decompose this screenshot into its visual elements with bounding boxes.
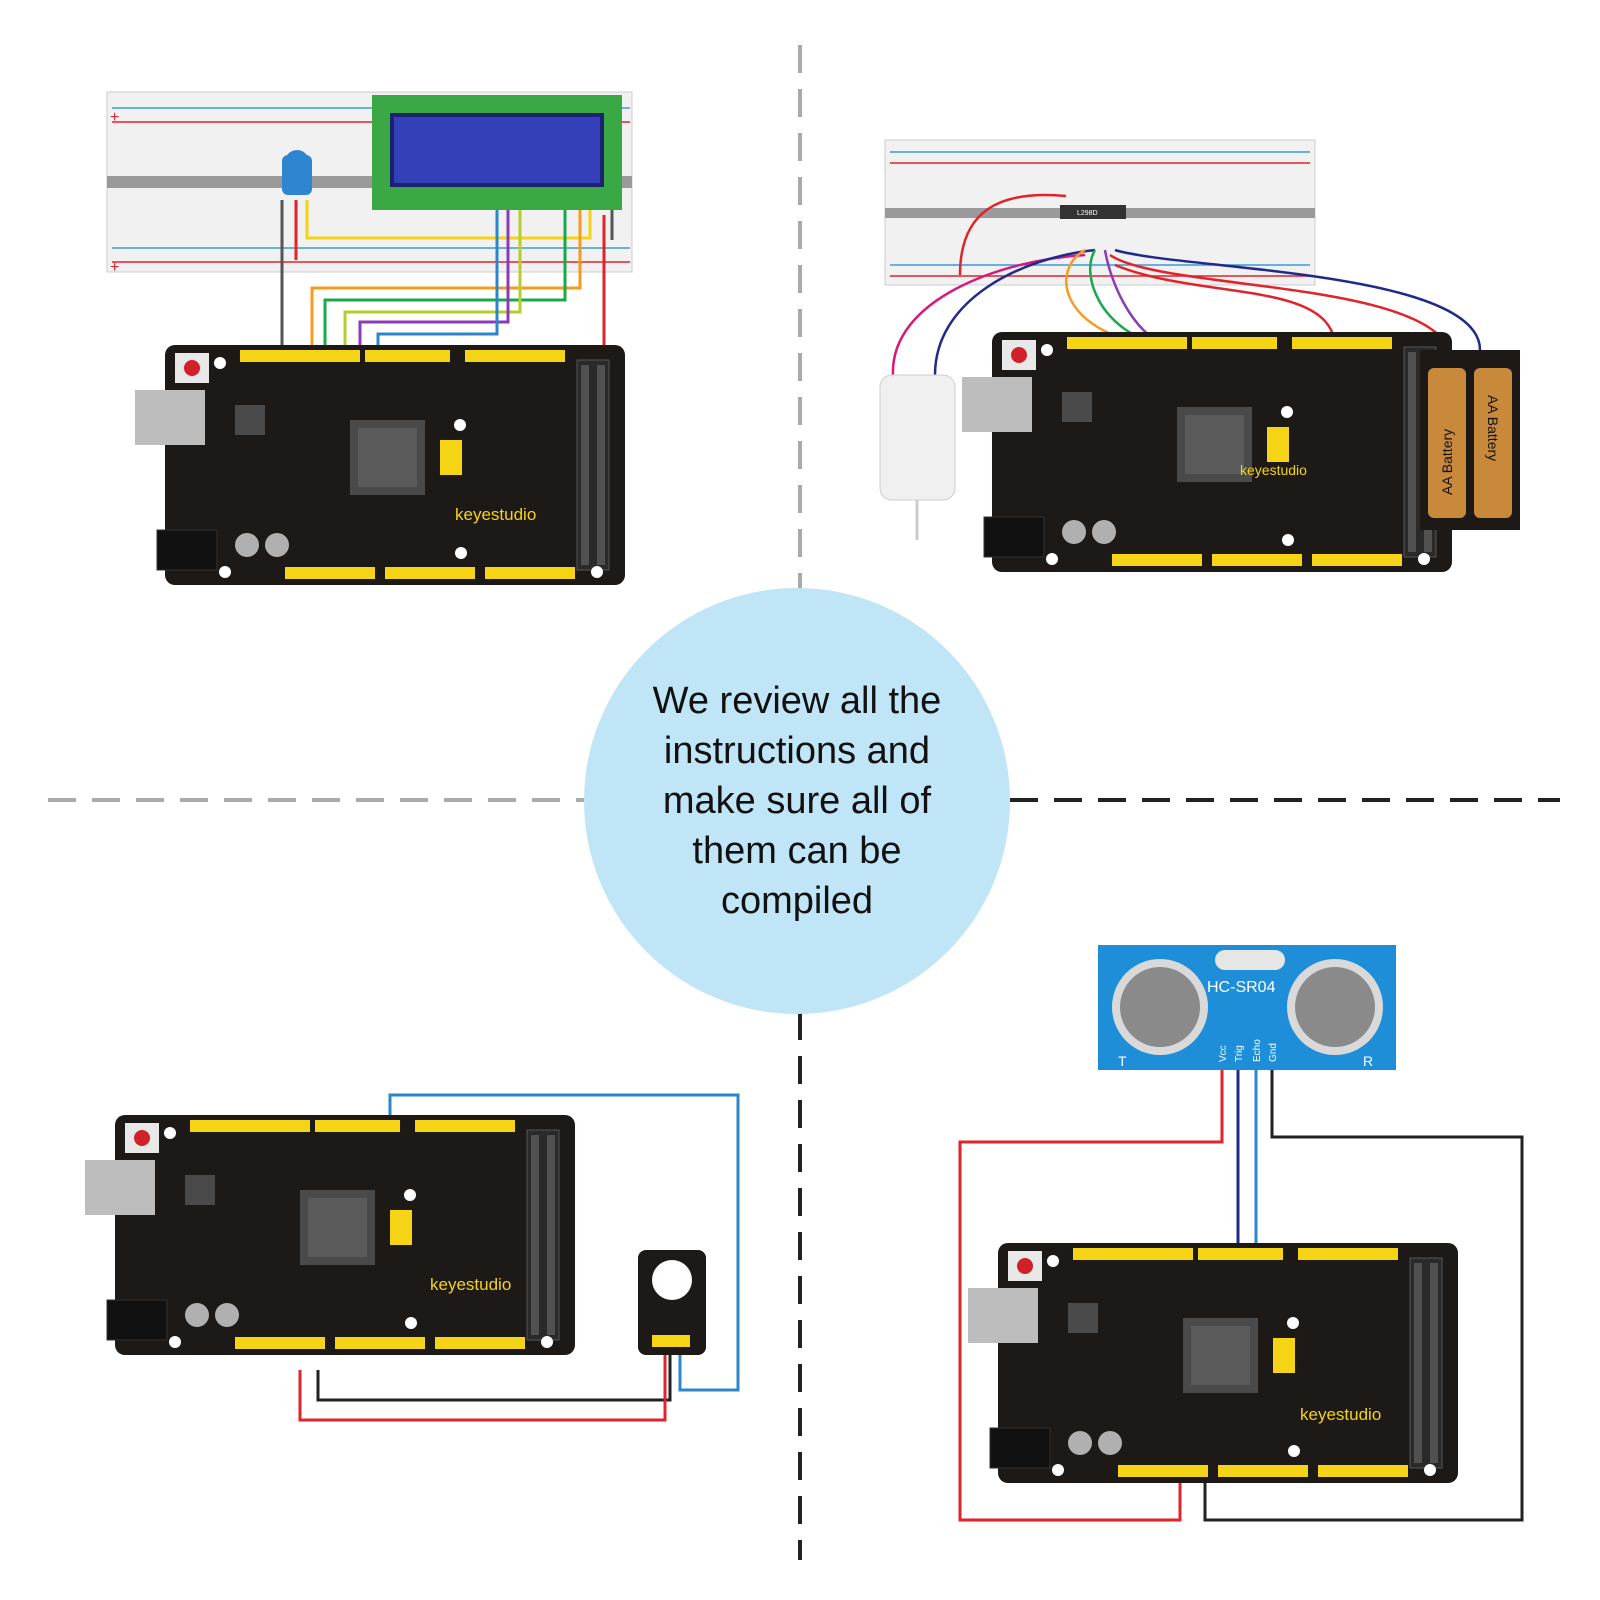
breadboard-plus-2: + xyxy=(110,259,119,276)
pin-trig: Trig xyxy=(1234,1045,1245,1062)
board-brand-2: keyestudio xyxy=(1240,462,1307,478)
driver-chip xyxy=(1060,205,1126,219)
caption-circle: We review all the instructions and make … xyxy=(584,588,1010,1014)
pin-vcc: Vcc xyxy=(1218,1045,1229,1062)
ultrasonic-t: T xyxy=(1118,1053,1127,1069)
ultrasonic-module: HC-SR04 T R Vcc Trig Echo Gnd xyxy=(1098,945,1396,1070)
battery-label-2: AA Battery xyxy=(1485,395,1501,461)
breadboard-plus: + xyxy=(110,109,119,126)
panel-motor-circuit: L298D keyestudio AA Battery AA Battery xyxy=(879,139,1520,573)
pin-gnd: Gnd xyxy=(1268,1043,1279,1062)
board-brand-1: keyestudio xyxy=(455,505,536,524)
ultrasonic-model: HC-SR04 xyxy=(1207,979,1276,996)
driver-chip-label: L298D xyxy=(1077,210,1098,217)
battery-pack: AA Battery AA Battery xyxy=(1420,350,1520,530)
ultrasonic-r: R xyxy=(1363,1053,1373,1069)
divider-lines xyxy=(48,45,1560,1560)
panel-pir-circuit: keyestudio xyxy=(84,1093,740,1422)
caption-text: We review all the instructions and make … xyxy=(652,680,942,922)
pir-sensor xyxy=(638,1250,706,1355)
dc-motor xyxy=(879,374,956,540)
lcd-screen xyxy=(390,113,604,187)
panel-ultrasonic-circuit: HC-SR04 T R Vcc Trig Echo Gnd keyestudio xyxy=(958,945,1524,1522)
board-brand-4: keyestudio xyxy=(1300,1405,1381,1424)
battery-label-1: AA Battery xyxy=(1439,429,1455,495)
board-brand-3: keyestudio xyxy=(430,1275,511,1294)
potentiometer xyxy=(282,150,312,195)
panel-lcd-circuit: + + keyestudio xyxy=(106,91,633,586)
pin-echo: Echo xyxy=(1252,1039,1263,1062)
